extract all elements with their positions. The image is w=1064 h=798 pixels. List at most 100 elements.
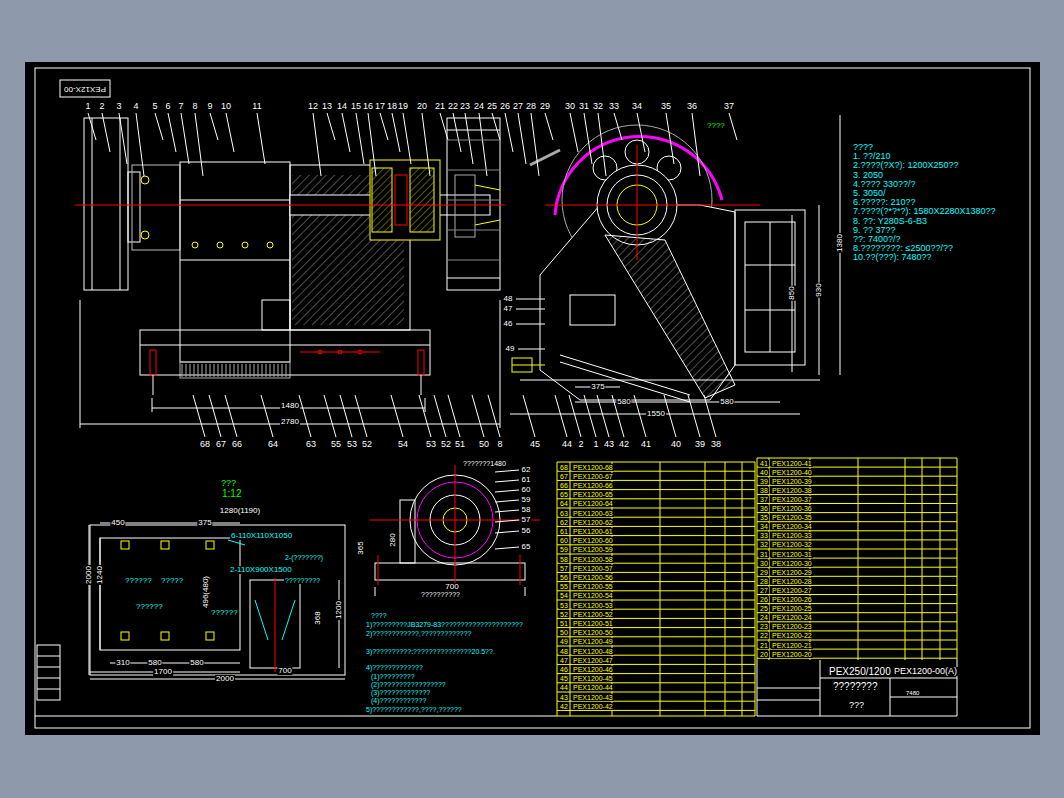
pulley-view <box>370 465 540 596</box>
leader-line <box>193 395 205 437</box>
drawing-label: PEX1200-35 <box>771 514 813 521</box>
side-view <box>141 231 149 239</box>
drawing-label: (1)????????? <box>370 673 416 680</box>
table-grid <box>757 494 957 495</box>
drawing-label: 54 <box>559 592 569 599</box>
table-grid <box>757 621 957 622</box>
drawing-label: 20 <box>759 651 769 658</box>
table-grid <box>557 462 558 716</box>
side-view <box>128 172 140 242</box>
leader-line <box>102 113 110 152</box>
drawing-label: 2000 <box>215 675 235 683</box>
sheet-frame <box>35 68 1030 728</box>
drawing-label: 13 <box>321 102 333 111</box>
side-view <box>425 398 426 412</box>
table-grid <box>957 458 958 660</box>
leader-line <box>569 395 581 437</box>
foundation-plan <box>282 600 295 640</box>
leader-line <box>422 113 430 176</box>
leader-line <box>597 395 609 437</box>
foundation-plan <box>89 525 90 675</box>
drawing-label: 58 <box>521 506 532 514</box>
drawing-label: 24 <box>759 614 769 621</box>
drawing-label: 8 <box>191 102 198 111</box>
drawing-label: 1:12 <box>221 489 242 499</box>
drawing-label: 27 <box>512 102 524 111</box>
drawing-label: 59 <box>521 496 532 504</box>
table-grid <box>757 476 957 477</box>
drawing-label: 35 <box>660 102 672 111</box>
front-view <box>637 145 638 260</box>
pulley-view <box>525 587 526 596</box>
leader-line <box>403 113 411 164</box>
title-block <box>890 697 957 698</box>
drawing-label: 56 <box>559 574 569 581</box>
drawing-label: 46 <box>503 320 514 328</box>
drawing-label: PEX1200-57 <box>572 565 614 572</box>
drawing-label: 53 <box>346 440 358 449</box>
drawing-label: PEX1200-49 <box>572 638 614 645</box>
side-view <box>395 175 407 225</box>
front-view <box>512 365 545 366</box>
side-view <box>80 300 81 428</box>
drawing-label: 43 <box>559 694 569 701</box>
drawing-label: 52 <box>440 440 452 449</box>
table-grid <box>905 458 906 660</box>
drawing-label: 375 <box>590 383 605 391</box>
drawing-label: 53 <box>559 602 569 609</box>
drawing-label: PEX1200-24 <box>771 614 813 621</box>
pulley-groove <box>447 170 500 171</box>
drawing-label: 47 <box>559 657 569 664</box>
drawing-label: PEX1200-25 <box>771 605 813 612</box>
leader-line <box>505 113 513 152</box>
drawing-label: 50 <box>478 440 490 449</box>
leader-line <box>523 395 535 437</box>
drawing-label: PEX1200-29 <box>771 569 813 576</box>
drawing-label: 1200 <box>335 600 343 620</box>
drawing-label: 39 <box>694 440 706 449</box>
drawing-label: 22 <box>447 102 459 111</box>
side-view <box>262 300 290 330</box>
foundation-plan <box>255 600 268 640</box>
drawing-label: ?????? <box>124 577 153 585</box>
drawing-label: 700 <box>277 667 292 675</box>
leader-line <box>342 113 350 152</box>
leader-line <box>666 113 674 164</box>
motor-fin <box>202 364 203 377</box>
drawing-label: 44 <box>559 684 569 691</box>
side-view <box>500 300 501 428</box>
leader-line <box>419 395 431 437</box>
table-grid <box>757 585 957 586</box>
drawing-label: 21 <box>759 642 769 649</box>
drawing-label: ????????? <box>284 577 321 584</box>
drawing-label: 52 <box>361 440 373 449</box>
drawing-label: 1480 <box>280 402 300 410</box>
pulley-groove <box>447 140 500 141</box>
leader-line <box>495 490 519 492</box>
drawing-label: 67 <box>215 440 227 449</box>
drawing-label: 23 <box>459 102 471 111</box>
leader-line <box>555 395 567 437</box>
drawing-label: 2-(???????) <box>284 554 324 561</box>
drawing-label: 64 <box>559 500 569 507</box>
table-grid <box>757 649 957 650</box>
drawing-label: 2.????(?X?): 1200X250?? <box>852 161 960 170</box>
drawing-label: ???????? <box>832 682 879 692</box>
drawing-label: 38 <box>710 440 722 449</box>
drawing-label: 66 <box>559 482 569 489</box>
table-grid <box>757 612 957 613</box>
drawing-label: 580 <box>616 398 631 406</box>
drawing-label: ???? <box>706 122 726 130</box>
drawing-label: PEX1200-37 <box>771 496 813 503</box>
drawing-label: PEX1200-38 <box>771 487 813 494</box>
drawing-label: PEX1200-00(A) <box>893 667 958 676</box>
foundation-plan <box>121 541 129 549</box>
side-view <box>153 375 154 395</box>
leader-line <box>226 113 234 152</box>
drawing-label: PEX1200-63 <box>572 510 614 517</box>
motor-fin <box>214 364 215 377</box>
side-view <box>180 260 290 261</box>
title-block <box>820 678 957 679</box>
side-view <box>372 168 392 232</box>
leader-line <box>225 395 237 437</box>
